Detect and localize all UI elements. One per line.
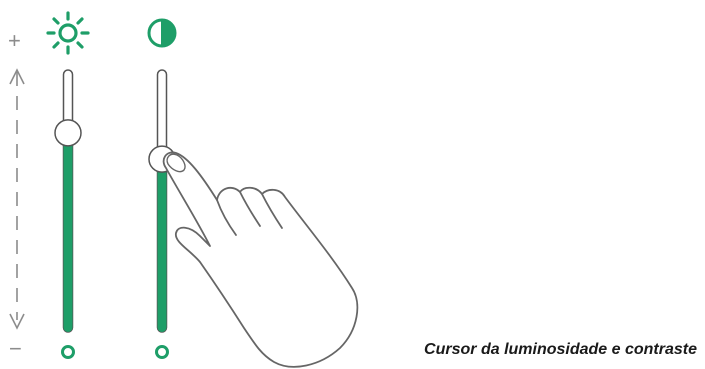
minus-sign: −	[9, 338, 22, 360]
caption: Cursor da luminosidade e contraste	[424, 341, 697, 359]
brightness-slider-fill	[64, 133, 73, 332]
scale-arrow	[10, 70, 24, 328]
hand-pointer-icon	[164, 152, 358, 366]
plus-sign: +	[8, 30, 21, 52]
brightness-slider-thumb[interactable]	[55, 120, 81, 146]
sun-icon	[48, 13, 88, 53]
contrast-min-marker	[157, 347, 168, 358]
brightness-slider[interactable]	[55, 70, 81, 358]
brightness-min-marker	[63, 347, 74, 358]
contrast-slider-fill	[158, 159, 167, 332]
contrast-slider[interactable]	[149, 70, 175, 358]
contrast-icon	[149, 20, 175, 46]
